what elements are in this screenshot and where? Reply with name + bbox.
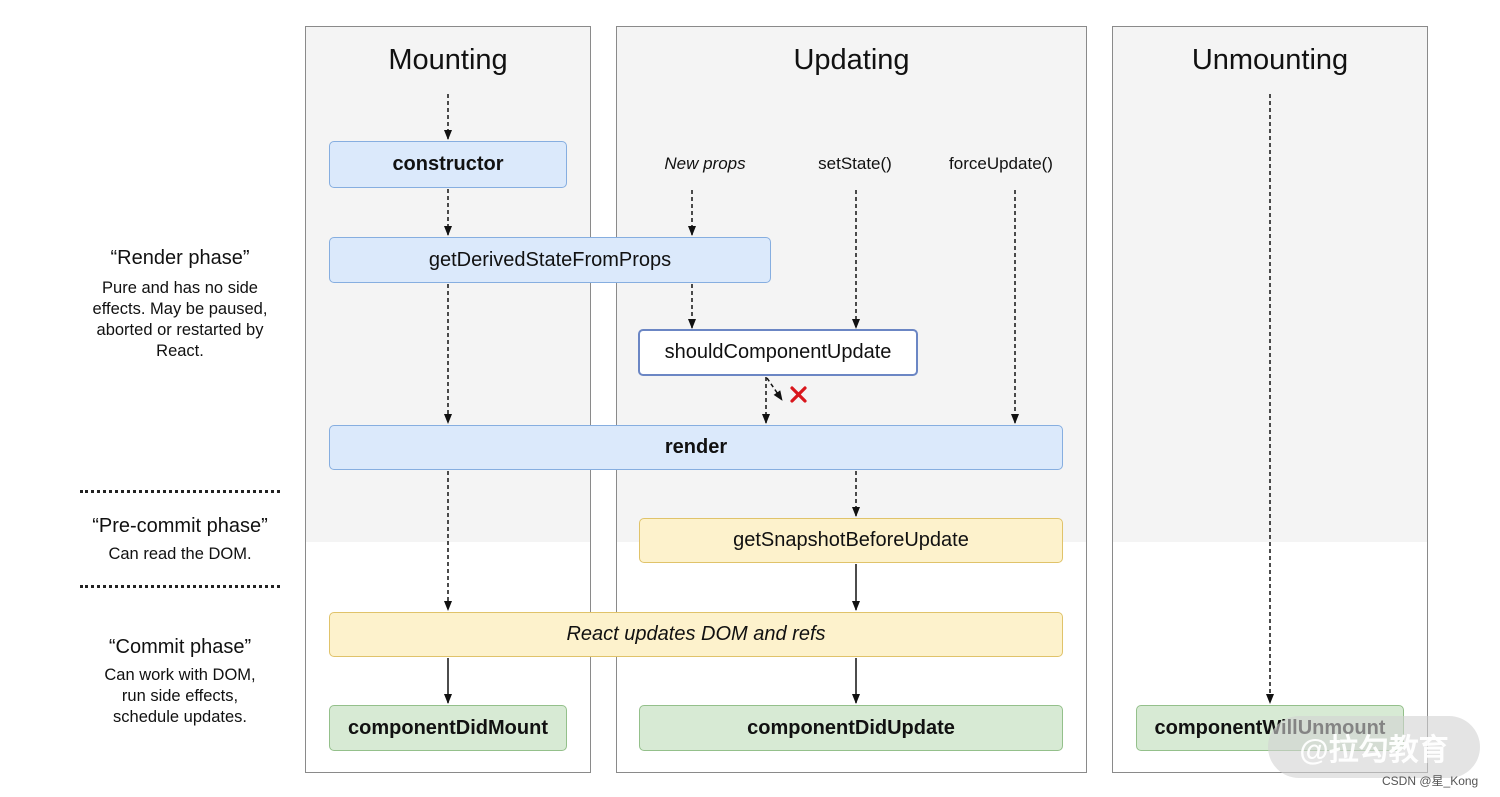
phase-separator-1 [80,490,280,493]
trigger-force-update: forceUpdate() [949,154,1053,173]
cancel-x-icon [790,386,807,403]
should-component-update-box: shouldComponentUpdate [638,329,918,376]
get-snapshot-before-update-box: getSnapshotBeforeUpdate [639,518,1063,563]
credit-text: CSDN @星_Kong [1382,774,1479,788]
get-derived-state-from-props-box: getDerivedStateFromProps [329,237,771,283]
constructor-box: constructor [329,141,567,188]
precommit-phase-title: “Pre-commit phase” [92,515,268,537]
unmounting-title: Unmounting [1191,44,1349,76]
phase-separator-2 [80,585,280,588]
commit-phase-title: “Commit phase” [108,636,252,658]
trigger-new-props: New props [664,154,746,173]
component-did-mount-box: componentDidMount [329,705,567,751]
render-phase-description: Pure and has no side effects. May be pau… [92,279,268,360]
render-box: render [329,425,1063,470]
watermark-logo: @拉勾教育 [1268,716,1480,778]
arrow-scu-cancel [766,377,783,401]
component-did-update-box: componentDidUpdate [639,705,1063,751]
precommit-phase-description: Can read the DOM. [108,545,252,563]
updating-title: Updating [793,44,910,76]
react-updates-dom-box: React updates DOM and refs [329,612,1063,657]
render-phase-title: “Render phase” [110,247,250,269]
commit-phase-description: Can work with DOM, run side effects, sch… [104,666,256,726]
mounting-title: Mounting [388,44,508,76]
trigger-set-state: setState() [818,154,892,173]
